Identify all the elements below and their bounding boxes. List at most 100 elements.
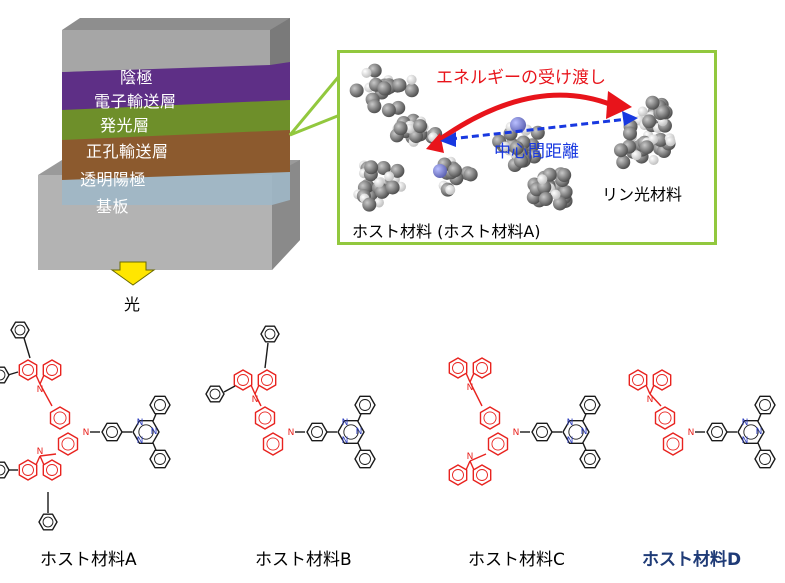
phenyl-ring	[354, 395, 376, 415]
bond	[469, 453, 487, 462]
molecule-space-filling-model	[349, 63, 676, 212]
carbon-atom	[463, 167, 478, 182]
aromatic-circle	[759, 399, 771, 411]
hydrogen-atom	[550, 189, 561, 200]
bond	[35, 374, 41, 385]
hydrogen-atom	[404, 123, 415, 134]
atom-label: N	[513, 428, 520, 438]
aromatic-circle	[154, 453, 166, 465]
material-d-label: ホスト材料D	[642, 550, 742, 570]
bond	[152, 413, 157, 422]
atom-label: N	[581, 427, 588, 437]
aromatic-circle	[632, 374, 644, 386]
atom-label: N	[756, 427, 763, 437]
aromatic-circle	[209, 388, 221, 400]
atom-label: N	[742, 418, 749, 428]
carbon-atom	[376, 160, 391, 175]
bond	[465, 372, 471, 383]
aromatic-circle	[743, 424, 759, 440]
hydrogen-atom	[637, 106, 648, 117]
aromatic-circle	[359, 453, 371, 465]
atom-label: N	[37, 385, 44, 395]
aromatic-circle	[138, 424, 154, 440]
aromatic-circle	[237, 374, 249, 386]
core-ring	[479, 406, 501, 430]
aromatic-circle	[266, 437, 280, 451]
carbon-atom	[390, 163, 405, 178]
layer-substrate-label: 基板	[96, 197, 130, 216]
molecule-view-panel: エネルギーの受け渡し 中心間距離 リン光材料 ホスト材料 (ホスト材料A)	[337, 50, 717, 245]
phenyl-ring	[149, 449, 171, 469]
phenyl-ring	[579, 395, 601, 415]
atom-label: N	[342, 436, 349, 446]
aromatic-circle	[311, 426, 323, 438]
bond	[264, 342, 269, 369]
nitrogen-atom	[510, 117, 526, 133]
carbon-atom	[364, 160, 379, 175]
carbazole-ring	[233, 369, 253, 391]
phenyl-ring	[354, 449, 376, 469]
bond	[35, 455, 41, 466]
aromatic-circle	[0, 369, 6, 381]
aromatic-circle	[483, 411, 497, 425]
bond	[649, 384, 655, 395]
layer-anode-label: 透明陽極	[80, 170, 147, 189]
aromatic-circle	[452, 362, 464, 374]
carbon-atom	[557, 168, 572, 183]
phenyl-ring	[10, 321, 30, 339]
bond	[469, 372, 475, 383]
hydrogen-atom	[384, 171, 395, 182]
phenyl-ring	[754, 449, 776, 469]
aromatic-circle	[476, 362, 488, 374]
aromatic-circle	[264, 328, 276, 340]
bond	[254, 393, 262, 407]
aromatic-circle	[658, 411, 672, 425]
atom-label: N	[356, 427, 363, 437]
aromatic-circle	[711, 426, 723, 438]
carbon-atom	[655, 105, 670, 120]
phenylene-ring	[706, 422, 728, 442]
aromatic-circle	[584, 399, 596, 411]
hydrogen-atom	[373, 197, 384, 208]
aromatic-circle	[42, 516, 54, 528]
carbon-atom	[381, 103, 396, 118]
core-ring	[262, 432, 284, 456]
carbazole-ring	[42, 359, 62, 381]
atom-label: N	[151, 427, 158, 437]
atom-label: N	[742, 436, 749, 446]
carbazole-ring	[472, 464, 492, 486]
carbazole-ring	[18, 359, 38, 381]
aromatic-circle	[46, 364, 58, 376]
hydrogen-atom	[499, 141, 510, 152]
phenylene-ring	[101, 422, 123, 442]
bond	[250, 384, 256, 395]
bond	[39, 374, 45, 385]
carbon-atom	[377, 81, 392, 96]
atom-label: N	[252, 395, 259, 405]
bond	[649, 393, 662, 407]
aromatic-circle	[568, 424, 584, 440]
atom-label: N	[288, 428, 295, 438]
carbon-atom	[393, 121, 408, 136]
bond	[757, 442, 762, 451]
hydrogen-atom	[374, 177, 385, 188]
atom-label: N	[688, 428, 695, 438]
bond	[469, 381, 483, 407]
phenyl-ring	[260, 325, 280, 343]
carbon-atom	[404, 83, 419, 98]
carbon-atom	[385, 180, 400, 195]
phenylene-ring	[531, 422, 553, 442]
core-ring	[49, 406, 71, 430]
phenylene-ring	[306, 422, 328, 442]
aromatic-circle	[106, 426, 118, 438]
bond	[23, 337, 31, 359]
bond	[465, 460, 471, 471]
core-ring	[662, 432, 684, 456]
aromatic-circle	[476, 469, 488, 481]
aromatic-circle	[261, 374, 273, 386]
nitrogen-atom	[433, 164, 447, 178]
aromatic-circle	[0, 464, 6, 476]
phenyl-ring	[0, 366, 10, 384]
aromatic-circle	[53, 411, 67, 425]
hydrogen-atom	[537, 174, 548, 185]
